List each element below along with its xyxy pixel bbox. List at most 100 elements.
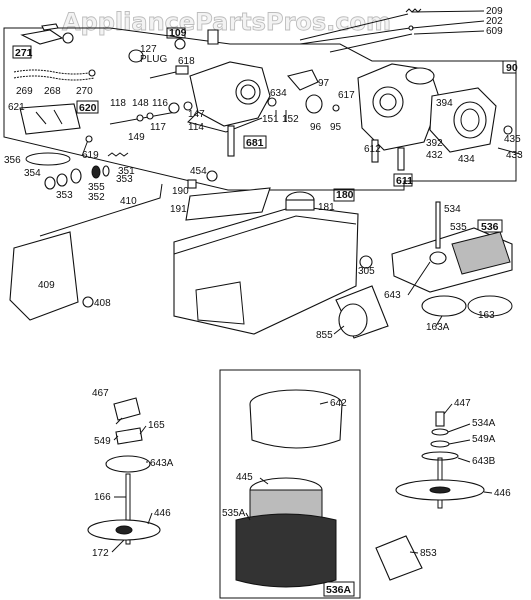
- box-180: [333, 188, 355, 202]
- fuel-tank-section: [9, 170, 513, 339]
- base-plate-hub: [115, 525, 133, 535]
- callout-97: 97: [318, 78, 330, 89]
- fuel-pipe: [227, 125, 235, 157]
- callout-409: 409: [38, 280, 55, 291]
- bracket-detail: [35, 109, 63, 125]
- callout-467: 467: [92, 388, 109, 399]
- callout-353-a: 353: [56, 190, 73, 201]
- box-536a-frame: [219, 369, 361, 599]
- wing-nut-467: [113, 397, 141, 421]
- callout-305: 305: [358, 266, 375, 277]
- washer-534a: [431, 428, 449, 436]
- callout-114: 114: [188, 122, 204, 133]
- body-top-flange: [405, 67, 435, 85]
- callout-433: 433: [506, 150, 523, 161]
- callout-95: 95: [330, 122, 342, 133]
- callout-619: 619: [82, 150, 99, 161]
- box-611: [393, 173, 413, 187]
- screw-190: [187, 179, 197, 189]
- bracket-409: [9, 231, 79, 321]
- callout-408: 408: [94, 298, 111, 309]
- air-cleaner-assembly-right: [375, 411, 485, 581]
- callout-90: 90: [506, 62, 518, 74]
- box-90: [502, 60, 517, 74]
- callout-535a: 535A: [222, 508, 246, 519]
- callout-209: 209: [486, 6, 503, 17]
- throttle-97: [287, 69, 319, 91]
- callout-271: 271: [15, 47, 33, 59]
- callout-549a: 549A: [472, 434, 496, 445]
- stud-166: [125, 473, 131, 545]
- callout-269: 269: [16, 86, 33, 97]
- callout-180: 180: [336, 189, 354, 201]
- callout-435: 435: [504, 134, 521, 145]
- carburetor-bore: [240, 84, 256, 100]
- air-cleaner-assembly-left: [87, 397, 161, 545]
- cover-643b: [421, 451, 459, 461]
- callout-392: 392: [426, 138, 443, 149]
- screw-305: [359, 255, 373, 269]
- control-bracket-621: [19, 103, 81, 135]
- packing-148: [136, 114, 144, 122]
- clip-853: [375, 535, 423, 581]
- screw-619: [81, 139, 89, 157]
- callout-117: 117: [150, 122, 166, 133]
- cover-642-side: [249, 403, 343, 449]
- carburetor-base: [187, 111, 263, 133]
- screw-634: [267, 97, 277, 107]
- callout-454: 454: [190, 166, 207, 177]
- spacer-352: [102, 165, 110, 177]
- gasket-191: [185, 187, 271, 221]
- carburetor-section: [3, 8, 521, 237]
- callout-166: 166: [94, 492, 111, 503]
- callout-643: 643: [384, 290, 401, 301]
- nut-643: [429, 251, 447, 265]
- plug-127: [128, 49, 144, 63]
- callout-445: 445: [236, 472, 253, 483]
- callout-642: 642: [330, 398, 347, 409]
- callout-354: 354: [24, 168, 41, 179]
- link-rod-410: [39, 183, 163, 237]
- gasket-163: [467, 295, 513, 317]
- callout-447: 447: [454, 398, 471, 409]
- lever-knob: [62, 32, 74, 44]
- filter-element-536: [451, 231, 511, 275]
- part-618: [175, 65, 189, 75]
- screw-435: [503, 125, 513, 135]
- seal-549a: [430, 440, 450, 448]
- choke-lever: [20, 29, 64, 45]
- tank-mount: [195, 281, 245, 325]
- box-271: [12, 45, 32, 59]
- callout-643a: 643A: [150, 458, 174, 469]
- callout-534a: 534A: [472, 418, 496, 429]
- carburetor-body: [189, 61, 271, 127]
- callout-621: 621: [8, 102, 25, 113]
- link-chain-269: [13, 69, 95, 75]
- callout-611: 611: [396, 175, 413, 187]
- callout-612: 612: [364, 144, 381, 155]
- callout-355: 355: [88, 182, 105, 193]
- screw-454: [206, 170, 218, 182]
- callout-109: 109: [169, 27, 187, 39]
- box-681: [243, 135, 267, 149]
- callout-634: 634: [270, 88, 287, 99]
- cover-643a: [105, 455, 151, 473]
- washer-353-b: [70, 168, 82, 184]
- callout-434: 434: [458, 154, 475, 165]
- fuel-cap-neck: [285, 199, 315, 211]
- callout-643b: 643B: [472, 456, 496, 467]
- callout-labels: 209 202 609 90 271 127 PLUG 109 269 268 …: [4, 6, 523, 596]
- box-109: [166, 27, 186, 39]
- washer-117: [183, 101, 193, 111]
- callout-853: 853: [420, 548, 437, 559]
- box-620: [76, 100, 99, 114]
- diaphragm-392: [453, 101, 487, 139]
- callout-446-left: 446: [154, 508, 171, 519]
- callout-152: 152: [282, 114, 299, 125]
- callout-190: 190: [172, 186, 189, 197]
- nut-116: [146, 112, 154, 120]
- callout-352: 352: [88, 192, 105, 203]
- callout-394: 394: [436, 98, 453, 109]
- callout-151: 151: [262, 114, 279, 125]
- callout-620: 620: [79, 102, 97, 114]
